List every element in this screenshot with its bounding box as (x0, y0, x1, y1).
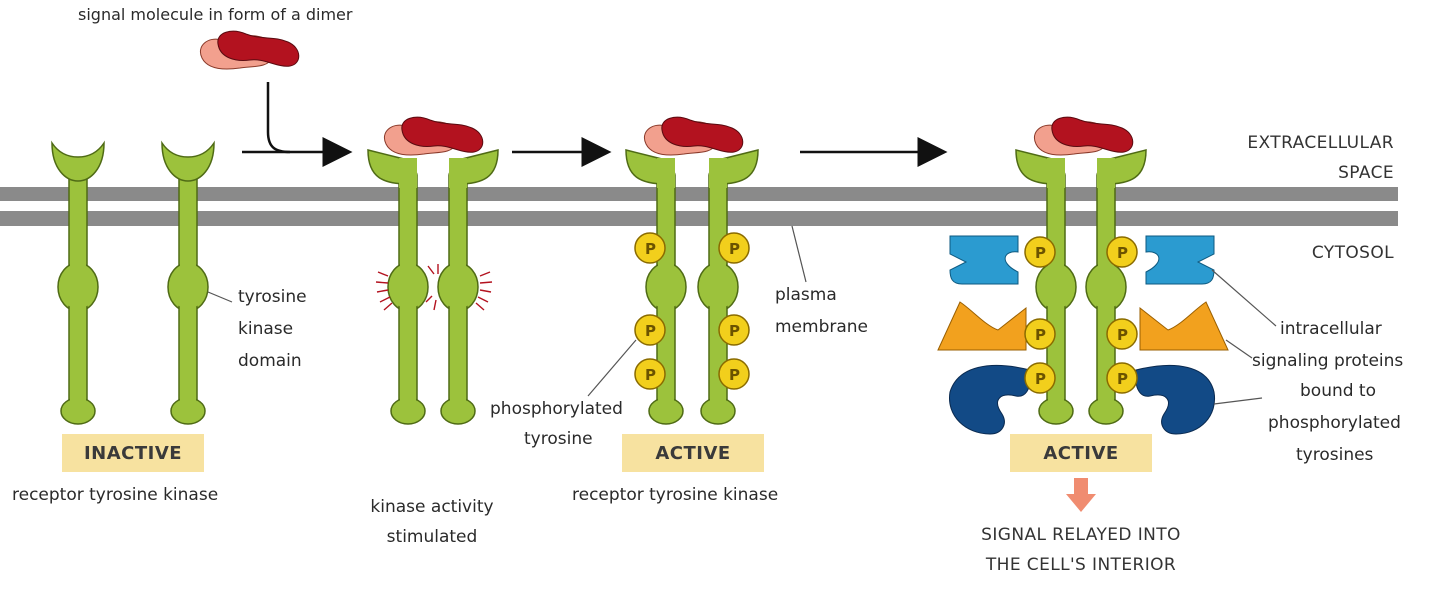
state-box-active-1: ACTIVE (622, 434, 764, 472)
state-active-label-2: ACTIVE (1043, 443, 1118, 464)
plasma-membrane-label-2: membrane (775, 317, 868, 337)
phospho-tyrosine-label-1: phosphorylated (490, 399, 623, 419)
relay-arrow (1066, 478, 1096, 512)
inactive-receptor-left (51, 142, 105, 425)
active-heads (625, 149, 759, 188)
state-inactive-label: INACTIVE (84, 443, 182, 464)
svg-text:P: P (1035, 326, 1046, 344)
signaling-protein-navy-right (1135, 364, 1216, 435)
svg-text:P: P (1117, 326, 1128, 344)
signal-molecule-label: signal molecule in form of a dimer (78, 5, 353, 24)
signaling-protein-cyan-left (949, 235, 1019, 285)
svg-text:P: P (1117, 370, 1128, 388)
plasma-membrane (0, 187, 1398, 226)
phospho-tyrosine-leader (587, 339, 637, 397)
svg-text:P: P (1035, 244, 1046, 262)
intracellular-label-1: intracellular (1280, 319, 1382, 339)
extracellular-label-1: EXTRACELLULAR (1247, 133, 1394, 153)
signaling-protein-orange-left (937, 301, 1027, 351)
svg-text:P: P (645, 322, 656, 340)
intracellular-leaders (1211, 269, 1277, 405)
intracellular-label-2: signaling proteins (1252, 351, 1403, 371)
signaling-protein-navy-left (949, 364, 1031, 435)
dimerized-heads (367, 149, 499, 188)
active-bound-heads (1015, 149, 1147, 188)
kinase-activity-rays (375, 264, 493, 311)
relay-label-1: SIGNAL RELAYED INTO (981, 525, 1181, 545)
signal-molecule-free (199, 30, 300, 70)
arrow-binding (242, 82, 353, 167)
signaling-protein-orange-right (1139, 301, 1229, 351)
svg-text:P: P (645, 240, 656, 258)
inactive-receptor-right (161, 142, 215, 425)
svg-text:P: P (645, 366, 656, 384)
signaling-protein-cyan-right (1145, 235, 1215, 285)
relay-label-2: THE CELL'S INTERIOR (985, 555, 1176, 575)
tk-domain-label-1: tyrosine (238, 287, 307, 307)
state-box-inactive: INACTIVE (62, 434, 204, 472)
svg-text:P: P (729, 322, 740, 340)
intracellular-label-5: tyrosines (1296, 445, 1374, 465)
tk-domain-label-2: kinase (238, 319, 293, 339)
signal-molecule-bound-2 (383, 116, 484, 156)
signal-molecule-bound-3 (643, 116, 744, 156)
phosphate-letters-stage-3: P P P P P P (645, 240, 740, 384)
state-box-active-2: ACTIVE (1010, 434, 1152, 472)
tk-domain-label-3: domain (238, 351, 302, 371)
svg-text:P: P (1117, 244, 1128, 262)
tk-domain-leader (207, 291, 233, 303)
intracellular-label-3: bound to (1300, 381, 1376, 401)
phosphate-letters-stage-4: P P P P P P (1035, 244, 1128, 388)
caption-inactive: receptor tyrosine kinase (12, 485, 218, 505)
svg-text:P: P (1035, 370, 1046, 388)
plasma-membrane-leader (791, 225, 807, 283)
caption-stimulated-2: stimulated (387, 527, 478, 547)
phospho-tyrosine-label-2: tyrosine (524, 429, 593, 449)
svg-text:P: P (729, 240, 740, 258)
intracellular-label-4: phosphorylated (1268, 413, 1401, 433)
svg-text:P: P (729, 366, 740, 384)
extracellular-label-2: SPACE (1338, 163, 1394, 183)
state-active-label-1: ACTIVE (655, 443, 730, 464)
signal-molecule-bound-4 (1033, 116, 1134, 156)
plasma-membrane-label-1: plasma (775, 285, 837, 305)
caption-active: receptor tyrosine kinase (572, 485, 778, 505)
cytosol-label: CYTOSOL (1312, 243, 1394, 263)
caption-stimulated-1: kinase activity (370, 497, 493, 517)
